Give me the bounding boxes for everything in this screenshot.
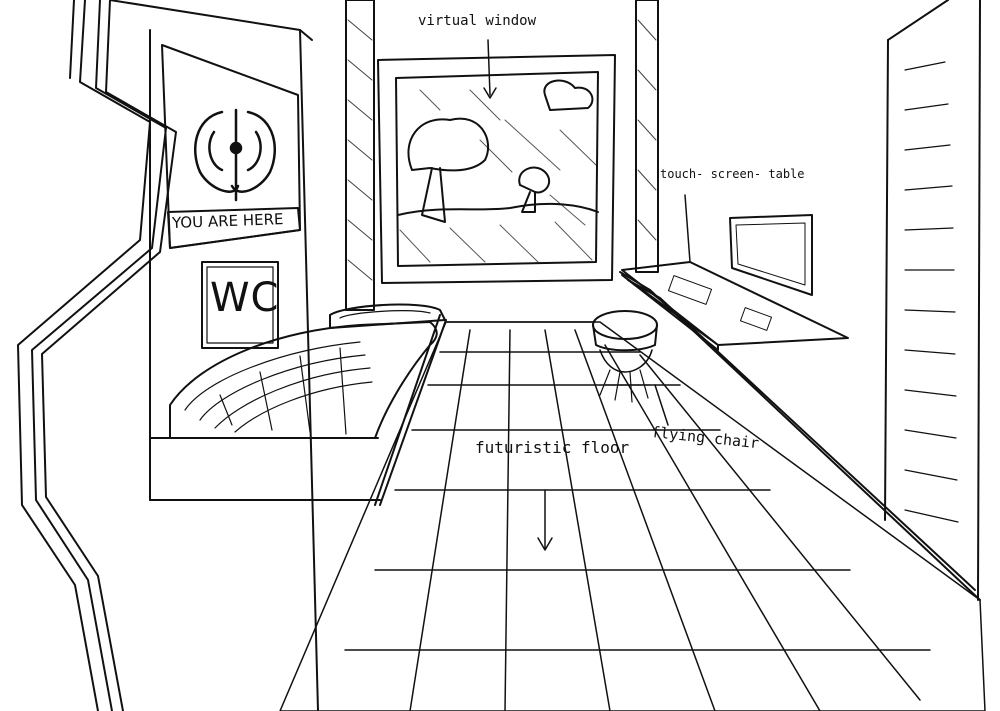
window-scene-icon <box>397 79 599 263</box>
label-virtual-window: virtual window <box>418 13 537 29</box>
label-futuristic-floor: futuristic floor <box>475 438 630 457</box>
arrow-down-icon <box>537 489 553 551</box>
door-frame <box>17 0 177 711</box>
back-columns <box>345 0 659 311</box>
label-touch-screen-table: touch- screen- table <box>660 167 805 181</box>
touch-screen-table <box>621 194 849 351</box>
map-icon <box>193 108 277 202</box>
floor-grid <box>279 321 986 711</box>
virtual-window <box>377 39 616 284</box>
wc-text: WC <box>210 275 280 321</box>
bed <box>149 303 447 506</box>
right-wall <box>619 0 981 601</box>
flying-chair <box>592 310 669 426</box>
left-wall <box>109 0 381 711</box>
wc-sign <box>201 261 279 349</box>
map-sign <box>161 44 301 249</box>
monitor-icon <box>729 214 813 296</box>
